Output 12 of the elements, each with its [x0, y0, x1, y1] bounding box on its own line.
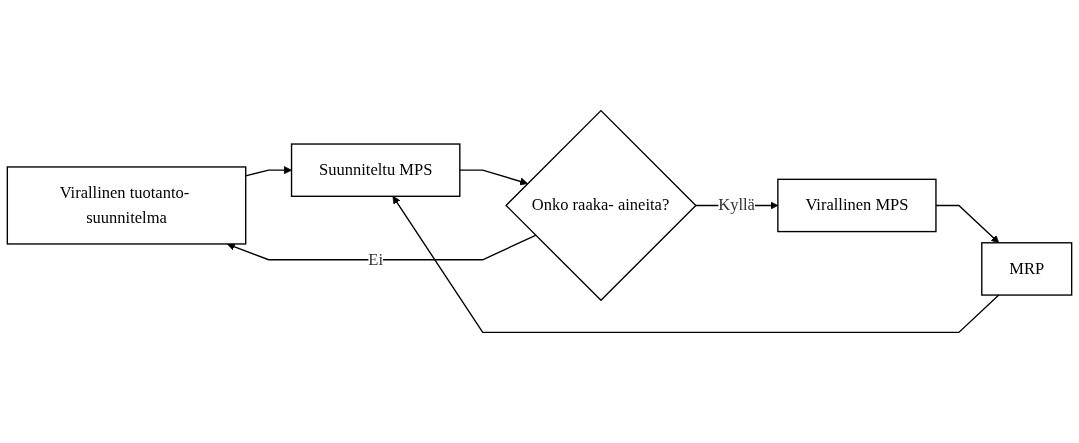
node-diamond: Onko raaka- aineita? [505, 109, 697, 302]
arrow [226, 234, 537, 261]
edge-label: Kyllä [718, 195, 755, 215]
node-box: Virallinen tuotanto- suunnitelma [6, 166, 247, 245]
arrow [245, 166, 292, 177]
edge-label: Ei [368, 250, 384, 269]
arrow [459, 169, 528, 186]
node-box: Suunniteltu MPS [290, 143, 461, 197]
node-box: MRP [981, 242, 1073, 296]
arrow [392, 195, 1000, 334]
node-box: Virallinen MPS [777, 178, 937, 233]
arrow [935, 204, 1000, 244]
